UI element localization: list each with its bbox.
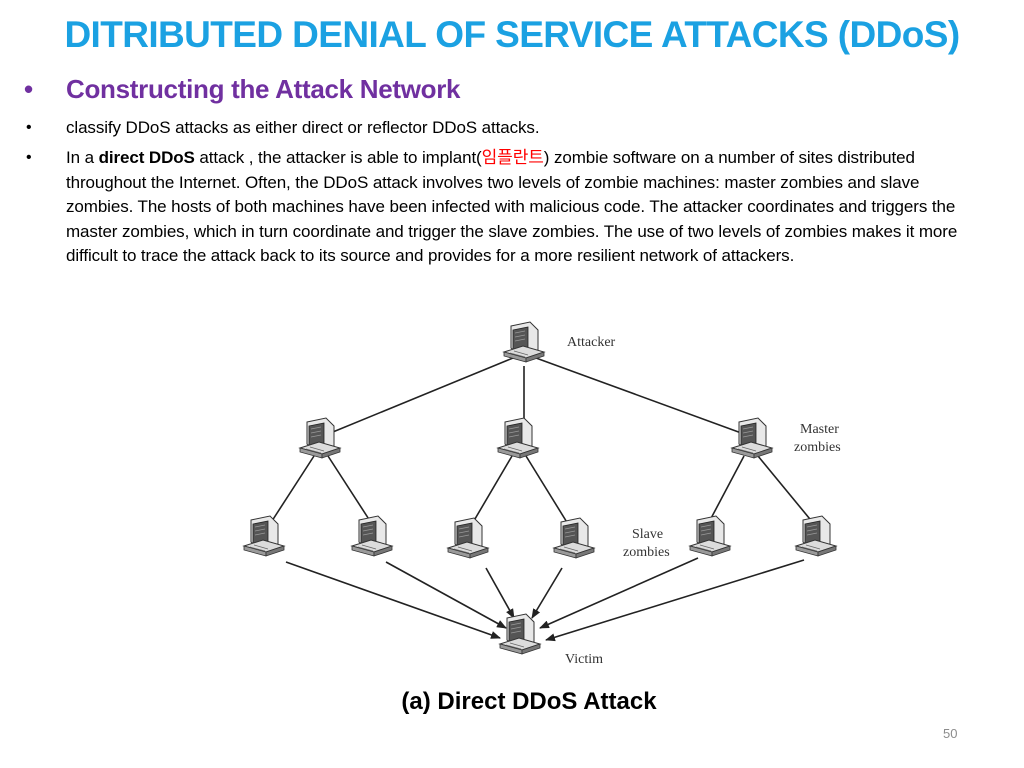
master-zombie-computer-icon xyxy=(497,417,539,459)
victim-label: Victim xyxy=(565,652,603,667)
bullet-marker: • xyxy=(26,149,32,166)
master-links xyxy=(269,455,815,525)
text-part: In a xyxy=(66,148,99,167)
text-part: attack , the attacker is able to implant… xyxy=(194,148,482,167)
slave-label-line2: zombies xyxy=(623,545,670,560)
slave-zombie-computer-icon xyxy=(795,515,837,557)
page-number: 50 xyxy=(943,726,958,741)
slave-zombie-computer-icon xyxy=(243,515,285,557)
slave-zombie-computer-icon xyxy=(351,515,393,557)
bullet-text-2: In a direct DDoS attack , the attacker i… xyxy=(66,146,984,269)
bullet-item-2: • In a direct DDoS attack , the attacker… xyxy=(26,146,984,269)
slave-label-line1: Slave xyxy=(632,527,663,542)
victim-computer-icon xyxy=(499,613,541,655)
slave-zombie-computer-icon xyxy=(553,517,595,559)
subtitle: Constructing the Attack Network xyxy=(66,74,461,104)
bullet-item-1: • classify DDoS attacks as either direct… xyxy=(26,116,984,141)
bullet-marker: • xyxy=(26,119,32,136)
text-part: ) zombie software on a number of sites d… xyxy=(66,148,958,265)
direct-ddos-term: direct DDoS xyxy=(98,148,195,167)
master-label-line1: Master xyxy=(800,422,839,437)
attack-arrows xyxy=(285,557,805,642)
slide-title: DITRIBUTED DENIAL OF SERVICE ATTACKS (DD… xyxy=(64,14,960,55)
master-label-line2: zombies xyxy=(794,440,841,455)
attacker-label: Attacker xyxy=(567,335,616,350)
diagram-caption: (a) Direct DDoS Attack xyxy=(401,688,657,715)
ddos-network-diagram: Attacker Master zombies Slave zombies Vi… xyxy=(243,321,841,667)
bullet-text-1: classify DDoS attacks as either direct o… xyxy=(66,118,540,137)
attacker-links xyxy=(327,357,745,435)
attacker-computer-icon xyxy=(503,321,545,363)
master-zombie-computer-icon xyxy=(731,417,773,459)
master-zombie-computer-icon xyxy=(299,417,341,459)
korean-term: 임플란트 xyxy=(481,148,544,167)
subtitle-row: • Constructing the Attack Network xyxy=(24,74,461,105)
bullet-marker: • xyxy=(24,74,34,104)
slave-zombie-computer-icon xyxy=(447,517,489,559)
slave-zombie-computer-icon xyxy=(689,515,731,557)
